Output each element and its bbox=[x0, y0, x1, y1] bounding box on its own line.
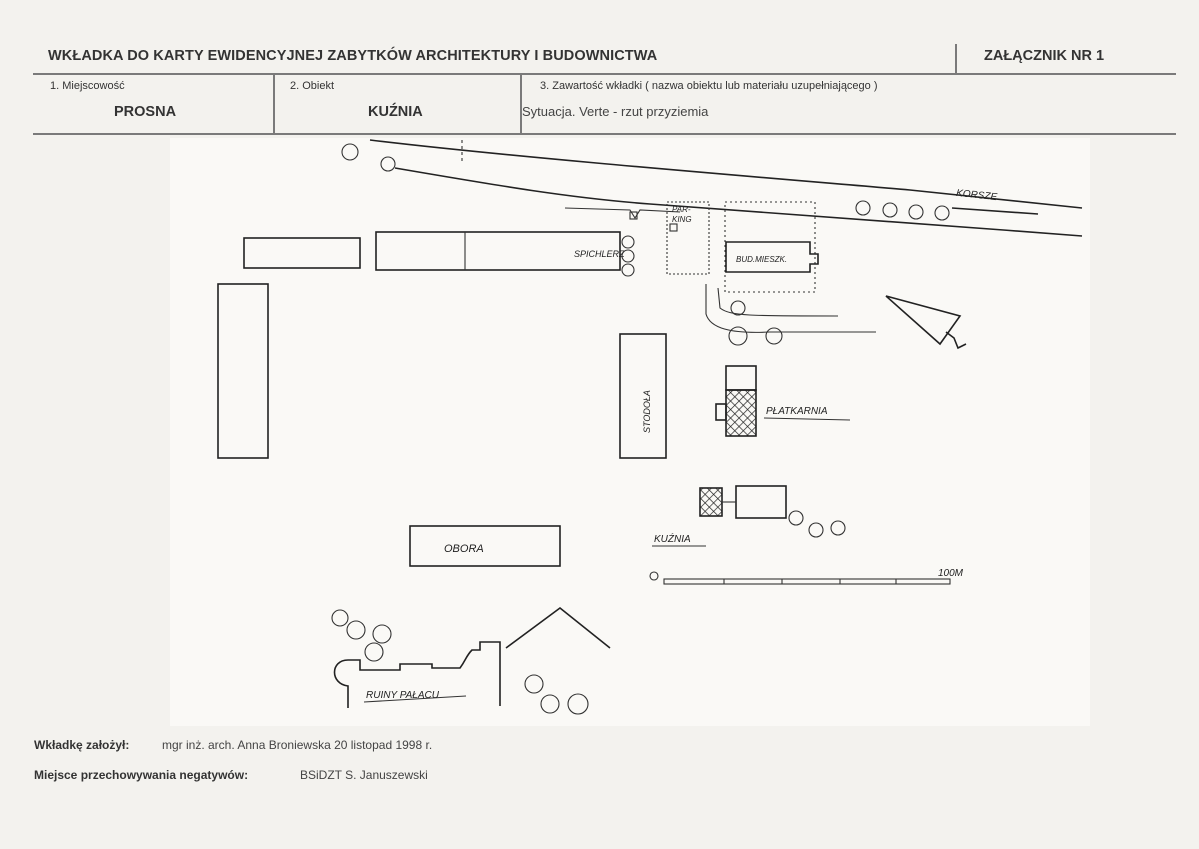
tree bbox=[830, 520, 846, 536]
content-label: 3. Zawartość wkładki ( nazwa obiektu lub… bbox=[540, 80, 878, 92]
residential-yard bbox=[724, 201, 816, 293]
building-spichlerz bbox=[375, 231, 621, 271]
tree bbox=[341, 143, 359, 161]
locality-value: PROSNA bbox=[114, 104, 177, 120]
ruins-underline bbox=[363, 695, 467, 703]
palace-ruins-outline bbox=[333, 641, 501, 708]
fields-bottom-rule bbox=[33, 133, 1176, 135]
tree bbox=[855, 200, 871, 216]
building-west-long bbox=[243, 237, 361, 269]
tree bbox=[621, 263, 635, 277]
building-residential bbox=[725, 241, 819, 273]
header-att-divider bbox=[955, 44, 957, 74]
field-divider-1 bbox=[273, 74, 275, 134]
building-west-vertical bbox=[217, 283, 269, 459]
gate-post bbox=[629, 211, 638, 220]
tree bbox=[364, 642, 384, 662]
tree bbox=[788, 510, 804, 526]
north-arrow bbox=[885, 295, 962, 346]
content-value: Sytuacja. Verte - rzut przyziemia bbox=[522, 104, 709, 119]
ruins-label: RUINY PAŁACU bbox=[366, 690, 440, 701]
scale-bar-rect bbox=[663, 578, 951, 585]
field-divider-2 bbox=[520, 74, 522, 134]
path-lines bbox=[705, 284, 876, 333]
founder-value: mgr inż. arch. Anna Broniewska 20 listop… bbox=[162, 738, 433, 752]
gate-post bbox=[669, 223, 678, 232]
attachment-number: ZAŁĄCZNIK NR 1 bbox=[984, 48, 1105, 64]
platkarnia-annex bbox=[725, 365, 757, 391]
building-obora bbox=[409, 525, 561, 567]
locality-label: 1. Miejscowość bbox=[50, 80, 125, 92]
parking-area bbox=[666, 201, 710, 275]
scale-bar: 100M bbox=[649, 568, 964, 585]
obora-label: OBORA bbox=[444, 543, 484, 555]
spichlerz-label: SPICHLERZ bbox=[574, 249, 625, 259]
tree bbox=[934, 205, 950, 221]
tree bbox=[380, 156, 396, 172]
form-title: WKŁADKA DO KARTY EWIDENCYJNEJ ZABYTKÓW A… bbox=[48, 48, 658, 64]
tree bbox=[882, 202, 898, 218]
site-plan-drawing: PAR- KING SPICHLERZ BUD.MIESZK. STODOŁA … bbox=[217, 139, 1083, 715]
platkarnia-underline bbox=[763, 417, 851, 421]
platkarnia-label: PŁATKARNIA bbox=[766, 406, 828, 417]
driveway-west bbox=[564, 207, 681, 220]
road-arrow-line bbox=[951, 207, 1039, 215]
kuznia-hatched-cross bbox=[700, 488, 722, 516]
object-label: 2. Obiekt bbox=[290, 80, 335, 92]
tree bbox=[808, 522, 824, 538]
road-north-edge bbox=[369, 139, 1083, 209]
storage-value: BSiDZT S. Januszewski bbox=[300, 768, 428, 782]
object-value: KUŹNIA bbox=[368, 104, 423, 120]
tree bbox=[765, 327, 783, 345]
residential-label: BUD.MIESZK. bbox=[736, 255, 787, 264]
road-trees bbox=[341, 143, 950, 221]
storage-label: Miejsce przechowywania negatywów: bbox=[34, 768, 249, 782]
header-top-rule bbox=[33, 73, 1176, 75]
scale-end-label: 100M bbox=[938, 568, 964, 579]
parking-label-1: PAR- bbox=[672, 205, 691, 214]
tree bbox=[621, 249, 635, 263]
path-lines bbox=[717, 287, 839, 317]
tree bbox=[346, 620, 366, 640]
platkarnia-porch bbox=[715, 403, 727, 421]
founder-label: Wkładkę założył: bbox=[34, 738, 130, 752]
kuznia-label: KUŹNIA bbox=[654, 532, 691, 545]
tree bbox=[730, 300, 746, 316]
building-kuznia bbox=[735, 485, 787, 519]
palace-wall bbox=[505, 606, 611, 649]
tree bbox=[524, 674, 544, 694]
tree bbox=[331, 609, 349, 627]
tree bbox=[621, 235, 635, 249]
tree bbox=[567, 693, 589, 715]
stodola-label: STODOŁA bbox=[642, 390, 652, 433]
tree bbox=[540, 694, 560, 714]
tree bbox=[372, 624, 392, 644]
tree bbox=[908, 204, 924, 220]
parking-label-2: KING bbox=[672, 215, 692, 224]
platkarnia-hatched-cross bbox=[726, 390, 756, 436]
scale-zero-mark bbox=[649, 571, 659, 581]
road-south-edge bbox=[394, 167, 1083, 237]
tree bbox=[728, 326, 748, 346]
building-stodola bbox=[619, 333, 667, 459]
site-plan-sketch: PAR- KING SPICHLERZ BUD.MIESZK. STODOŁA … bbox=[170, 138, 1090, 726]
north-arrow-tail bbox=[945, 331, 967, 350]
